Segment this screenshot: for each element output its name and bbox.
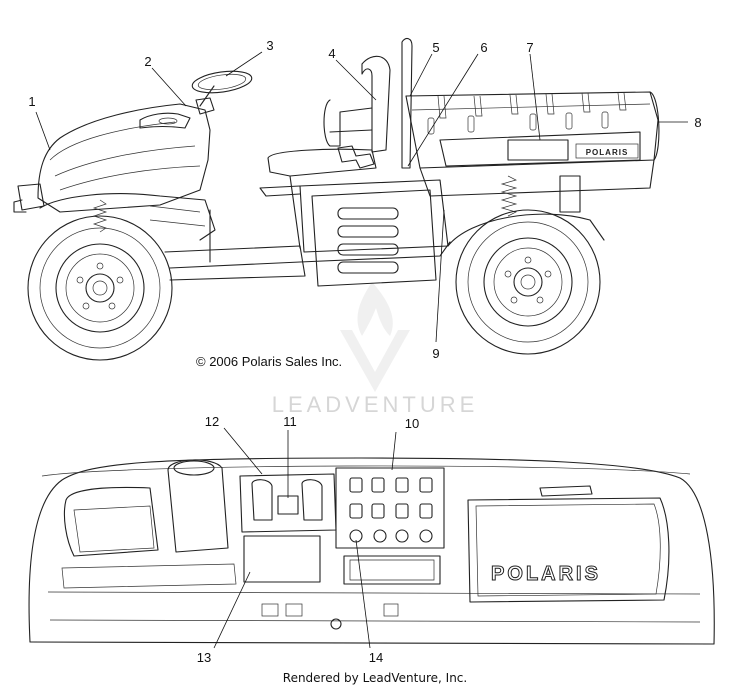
footer-credit: Rendered by LeadVenture, Inc. <box>283 671 467 685</box>
copyright-notice: © 2006 Polaris Sales Inc. <box>196 354 342 369</box>
callout-8: 8 <box>694 115 701 130</box>
dash-panel-13 <box>243 535 321 583</box>
callout-3: 3 <box>266 38 273 53</box>
callout-5: 5 <box>432 40 439 55</box>
dash-brand-logo: POLARIS <box>491 563 601 585</box>
callout-2: 2 <box>144 54 151 69</box>
callout-13: 13 <box>197 650 211 665</box>
watermark-text: LEADVENTURE <box>272 392 479 417</box>
callout-12: 12 <box>205 414 219 429</box>
callout-14: 14 <box>369 650 383 665</box>
dashboard-view: POLARIS <box>28 457 715 645</box>
callout-1: 1 <box>28 94 35 109</box>
gauge-decal-11 <box>277 495 299 515</box>
rear-wheel <box>455 209 601 355</box>
callout-7: 7 <box>526 40 533 55</box>
bed-decal-panel <box>507 139 569 161</box>
dashboard-callouts: 10 11 12 13 14 <box>197 414 419 665</box>
switch-panel <box>335 467 445 549</box>
side-vents <box>337 207 399 274</box>
vehicle-side-view: POLARIS <box>13 37 660 361</box>
callout-11: 11 <box>283 414 297 429</box>
callout-10: 10 <box>405 416 419 431</box>
front-wheel <box>27 215 173 361</box>
side-view-callouts: 1 2 3 4 5 6 7 8 9 <box>28 38 701 361</box>
bed-logo-box <box>575 143 639 159</box>
callout-4: 4 <box>328 46 335 61</box>
bed-ribs <box>427 92 627 135</box>
callout-9: 9 <box>432 346 439 361</box>
callout-6: 6 <box>480 40 487 55</box>
watermark-logo <box>340 282 410 392</box>
cargo-bed: POLARIS <box>405 91 660 197</box>
bed-brand-logo: POLARIS <box>586 148 629 157</box>
